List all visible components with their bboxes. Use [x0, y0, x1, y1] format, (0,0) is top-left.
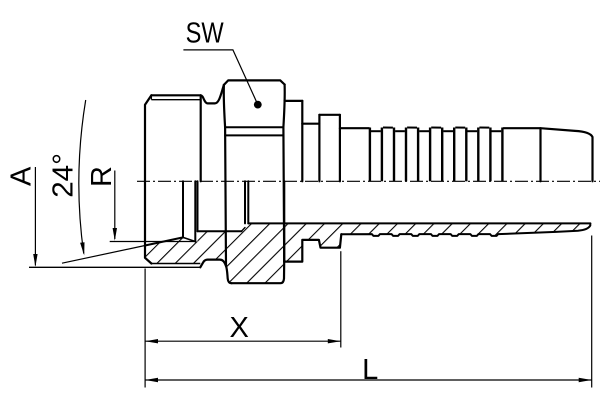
- bore-lines: [144, 180, 592, 247]
- dimension-arrowheads: [33, 100, 592, 383]
- fitting-outline-top: [143, 79, 594, 268]
- x-arrow-left: [145, 339, 158, 344]
- collar-section-outline: [283, 233, 343, 263]
- label-sw: SW: [186, 18, 225, 50]
- bore-sliver-floor: [182, 236, 197, 243]
- hex-top-edge: [222, 79, 286, 86]
- cone-angle-arc: [78, 99, 87, 254]
- hose-tail-serrations: [368, 126, 504, 182]
- angle-arrow: [80, 242, 85, 256]
- label-r: R: [86, 166, 118, 187]
- x-arrow-right: [327, 339, 341, 344]
- thread-section-lines: [29, 262, 201, 268]
- l-arrow-left: [145, 377, 158, 383]
- tail-cap-top: [502, 127, 594, 183]
- thread-minor-lines: [150, 95, 201, 101]
- sw-leader-line: [183, 49, 259, 105]
- section-hatch-region: [145, 223, 591, 284]
- bore-chamfer: [240, 226, 246, 232]
- label-x: X: [230, 312, 249, 344]
- thread-undercut-groove: [199, 258, 233, 285]
- cone-extension-line: [61, 244, 146, 264]
- a-arrow: [33, 254, 38, 267]
- neck-groove-top: [199, 83, 225, 105]
- l-arrow-right: [578, 377, 592, 383]
- section-outline-bottom: [199, 180, 592, 285]
- r-arrow: [112, 228, 117, 241]
- hex-section-outline: [230, 180, 286, 285]
- tube-wall-bottom-edge: [340, 222, 592, 237]
- label-l: L: [362, 354, 378, 386]
- sw-reference-dot: [253, 100, 262, 109]
- label-angle: 24°: [47, 153, 79, 198]
- label-a: A: [6, 166, 38, 186]
- dimension-labels: SW A 24° R X L: [6, 18, 379, 387]
- thread-left-face: [143, 94, 153, 265]
- dimension-lines: [34, 49, 593, 388]
